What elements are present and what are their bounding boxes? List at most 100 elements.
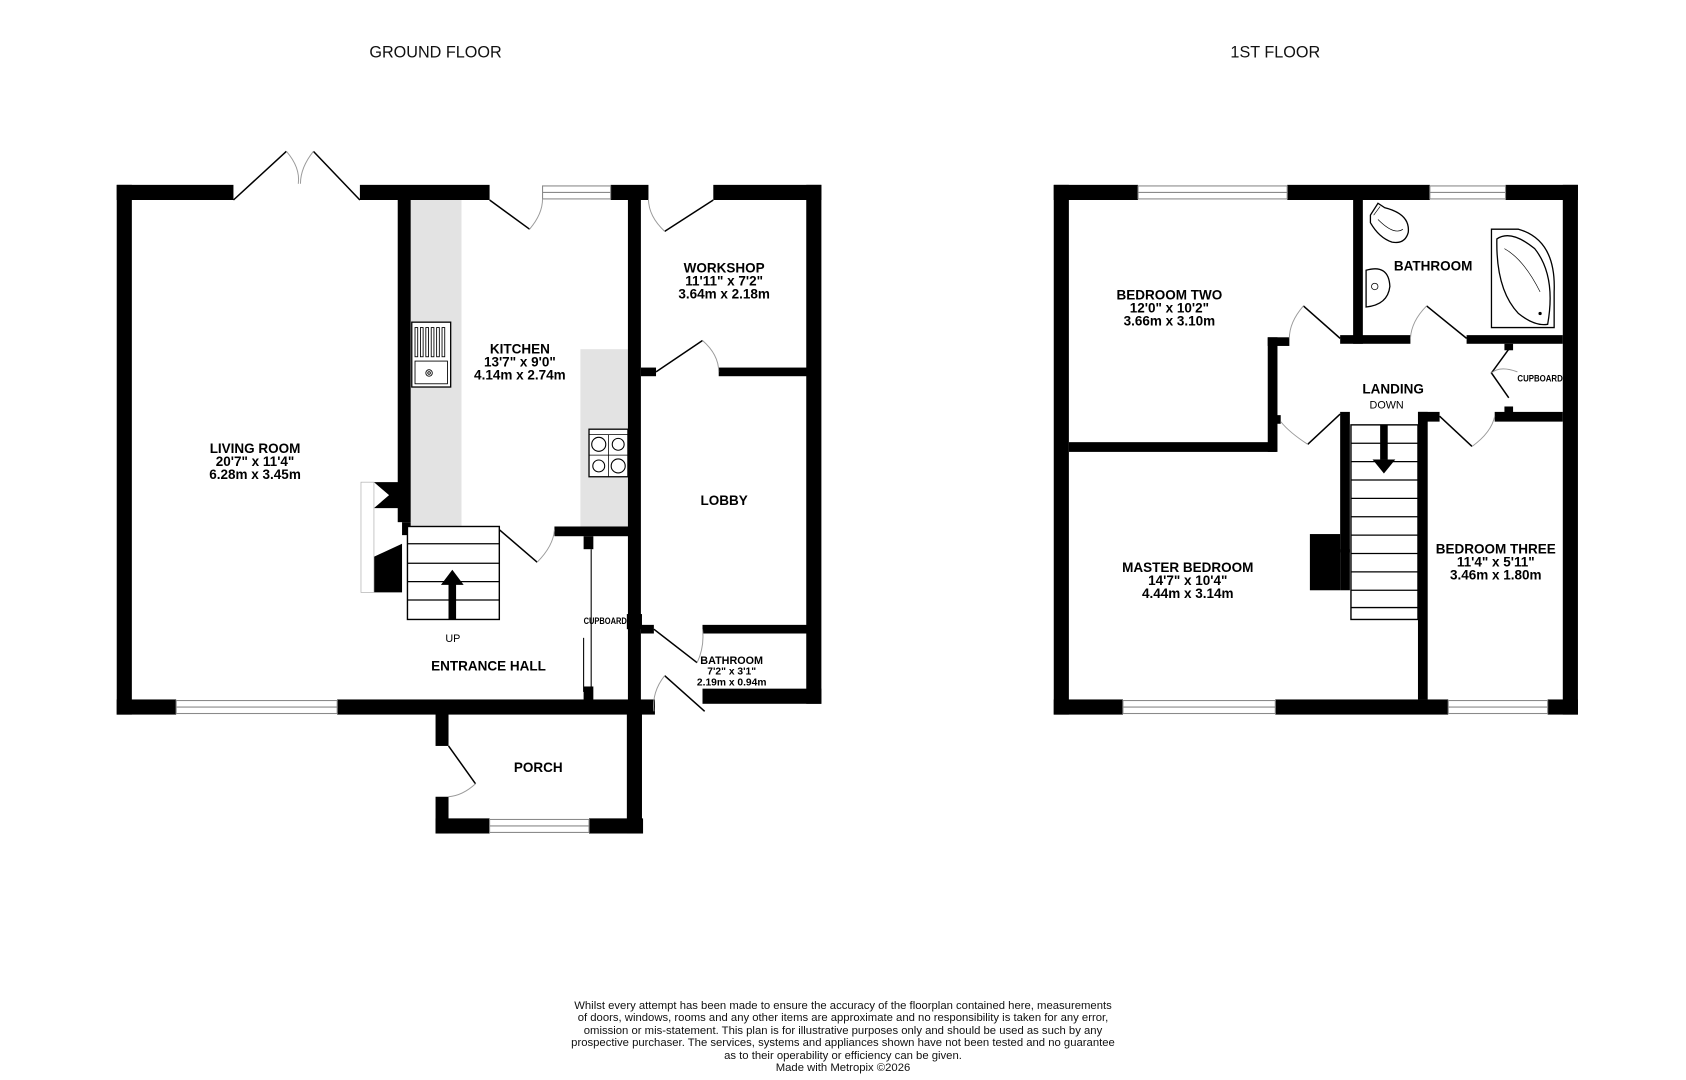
wall bbox=[1287, 184, 1430, 200]
room-porch: PORCH bbox=[514, 760, 563, 775]
wall bbox=[337, 699, 655, 715]
room-kitchen: KITCHEN 13'7" x 9'0" 4.14m x 2.74m bbox=[474, 342, 566, 383]
wall bbox=[1267, 337, 1290, 346]
disclaimer-line: omission or mis-statement. This plan is … bbox=[583, 1024, 1103, 1037]
window bbox=[175, 700, 338, 715]
svg-text:BEDROOM TWO: BEDROOM TWO bbox=[1117, 287, 1223, 302]
window bbox=[1122, 700, 1276, 715]
room-bedroom-two: BEDROOM TWO 12'0" x 10'2" 3.66m x 3.10m bbox=[1117, 287, 1223, 328]
wall bbox=[627, 197, 641, 704]
room-workshop: WORKSHOP 11'11" x 7'2" 3.64m x 2.18m bbox=[678, 260, 770, 301]
workshop-door bbox=[647, 198, 714, 232]
wall bbox=[359, 184, 490, 200]
svg-text:4.44m x 3.14m: 4.44m x 3.14m bbox=[1142, 586, 1234, 601]
chimney-breast bbox=[373, 543, 403, 593]
svg-text:6.28m x 3.45m: 6.28m x 3.45m bbox=[209, 467, 301, 482]
svg-text:3.46m x 1.80m: 3.46m x 1.80m bbox=[1450, 567, 1542, 582]
staircase-up bbox=[406, 525, 501, 621]
wall bbox=[397, 197, 411, 523]
lobby-door bbox=[655, 339, 720, 373]
wall bbox=[1504, 343, 1514, 351]
stairs-up-label: UP bbox=[445, 633, 460, 645]
wall bbox=[1068, 442, 1277, 452]
master-bedroom-door bbox=[1280, 413, 1341, 445]
svg-text:LIVING ROOM: LIVING ROOM bbox=[210, 441, 301, 456]
room-living-room: LIVING ROOM 20'7" x 11'4" 6.28m x 3.45m bbox=[209, 441, 301, 482]
svg-text:3.64m x 2.18m: 3.64m x 2.18m bbox=[678, 286, 770, 301]
wall bbox=[610, 184, 649, 200]
svg-text:7'2" x 3'1": 7'2" x 3'1" bbox=[707, 667, 756, 678]
wall bbox=[1466, 335, 1563, 344]
svg-text:11'11" x 7'2": 11'11" x 7'2" bbox=[685, 273, 763, 288]
room-master-bedroom: MASTER BEDROOM 14'7" x 10'4" 4.44m x 3.1… bbox=[1122, 560, 1253, 601]
kitchen-sink-icon bbox=[411, 321, 452, 388]
disclaimer-footer: Whilst every attempt has been made to en… bbox=[0, 1000, 1686, 1074]
wall bbox=[713, 184, 822, 200]
wall bbox=[702, 624, 811, 634]
wall bbox=[702, 688, 822, 704]
bathroom-door bbox=[653, 628, 704, 664]
wall bbox=[626, 614, 642, 630]
kitchen-back-door bbox=[489, 198, 544, 230]
wall bbox=[583, 536, 594, 550]
arrow-up-icon bbox=[440, 569, 464, 585]
wall bbox=[806, 184, 822, 704]
wall bbox=[554, 526, 633, 537]
french-doors bbox=[232, 150, 361, 201]
svg-text:4.14m x 2.74m: 4.14m x 2.74m bbox=[474, 367, 566, 382]
svg-text:20'7" x 11'4": 20'7" x 11'4" bbox=[216, 454, 295, 469]
room-lobby: LOBBY bbox=[700, 493, 747, 508]
svg-text:2.19m x 0.94m: 2.19m x 0.94m bbox=[697, 677, 767, 688]
wall bbox=[1053, 184, 1069, 715]
wall bbox=[116, 699, 177, 715]
stairs-down-label: DOWN bbox=[1370, 400, 1404, 412]
wall bbox=[1547, 699, 1578, 715]
first-floor-plan: BEDROOM TWO 12'0" x 10'2" 3.66m x 3.10m … bbox=[1053, 184, 1578, 715]
staircase-down bbox=[1350, 424, 1419, 621]
chimney-breast bbox=[1309, 534, 1341, 591]
window bbox=[489, 818, 590, 833]
wall bbox=[402, 522, 411, 536]
porch-door bbox=[447, 745, 477, 798]
disclaimer-line: Whilst every attempt has been made to en… bbox=[574, 1000, 1112, 1012]
wall bbox=[1340, 411, 1350, 553]
wall bbox=[1053, 699, 1123, 715]
room-entrance-hall: ENTRANCE HALL bbox=[431, 658, 546, 673]
bedroom-two-door bbox=[1288, 305, 1341, 339]
window bbox=[542, 185, 612, 200]
wall bbox=[116, 184, 234, 200]
svg-text:MASTER BEDROOM: MASTER BEDROOM bbox=[1122, 560, 1253, 575]
room-first-cupboard: CUPBOARD bbox=[1517, 374, 1563, 384]
disclaimer-line: prospective purchaser. The services, sys… bbox=[571, 1037, 1115, 1050]
wall bbox=[1504, 406, 1514, 413]
wall bbox=[1340, 549, 1350, 591]
svg-text:14'7" x 10'4": 14'7" x 10'4" bbox=[1148, 573, 1227, 588]
arrow-down-icon bbox=[1372, 459, 1396, 474]
hob-icon bbox=[588, 428, 629, 478]
room-ground-bathroom: BATHROOM 7'2" x 3'1" 2.19m x 0.94m bbox=[697, 655, 767, 689]
wall bbox=[1053, 184, 1139, 200]
window bbox=[1429, 185, 1507, 200]
wall bbox=[1494, 411, 1563, 422]
room-ground-cupboard: CUPBOARD bbox=[584, 616, 628, 626]
window bbox=[1137, 185, 1288, 200]
kitchen-hall-door bbox=[498, 529, 555, 563]
room-first-bathroom: BATHROOM bbox=[1394, 258, 1472, 273]
wall bbox=[626, 711, 642, 834]
wall bbox=[435, 711, 449, 746]
chimney-breast bbox=[373, 482, 403, 509]
wall bbox=[1275, 699, 1449, 715]
ground-floor-title: GROUND FLOOR bbox=[369, 43, 501, 61]
room-landing: LANDING bbox=[1362, 382, 1423, 397]
first-floor-title: 1ST FLOOR bbox=[1230, 43, 1320, 61]
wall bbox=[1275, 415, 1281, 424]
fireplace-hearth bbox=[360, 481, 375, 593]
wall bbox=[718, 367, 811, 377]
svg-text:3.66m x 3.10m: 3.66m x 3.10m bbox=[1124, 313, 1216, 328]
basin-icon bbox=[1365, 268, 1391, 308]
svg-text:BEDROOM THREE: BEDROOM THREE bbox=[1436, 542, 1556, 557]
wall bbox=[583, 686, 594, 702]
corner-bath-icon bbox=[1490, 228, 1555, 329]
wall bbox=[1267, 337, 1278, 452]
